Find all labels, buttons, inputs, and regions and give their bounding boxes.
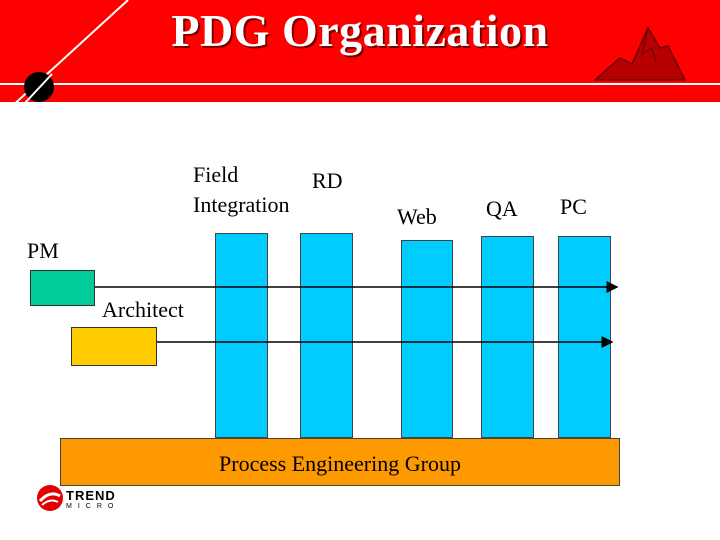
logo-sub: MICRO	[66, 503, 120, 510]
label-pm: PM	[27, 238, 59, 263]
mountain-icon	[593, 26, 687, 81]
column-rd	[300, 233, 353, 438]
trend-micro-logo-icon	[37, 485, 63, 511]
column-field-integration	[215, 233, 268, 438]
label-process-engineering-group: Process Engineering Group	[219, 451, 461, 476]
slide-header: PDG Organization	[0, 0, 720, 102]
label-web: Web	[397, 204, 437, 229]
label-qa: QA	[486, 196, 518, 221]
process-engineering-group-bar	[60, 438, 620, 486]
label-integration: Integration	[193, 192, 290, 217]
architect-box	[71, 327, 157, 366]
label-architect: Architect	[102, 297, 184, 322]
logo-name: TREND	[66, 488, 116, 503]
header-rule	[0, 83, 720, 85]
label-rd: RD	[312, 168, 343, 193]
pm-box	[30, 270, 95, 306]
column-web	[401, 240, 453, 438]
label-pc: PC	[560, 194, 587, 219]
label-field: Field	[193, 162, 239, 187]
slide-title: PDG Organization	[171, 5, 549, 56]
column-qa	[481, 236, 534, 438]
header-dot-icon	[23, 72, 54, 104]
